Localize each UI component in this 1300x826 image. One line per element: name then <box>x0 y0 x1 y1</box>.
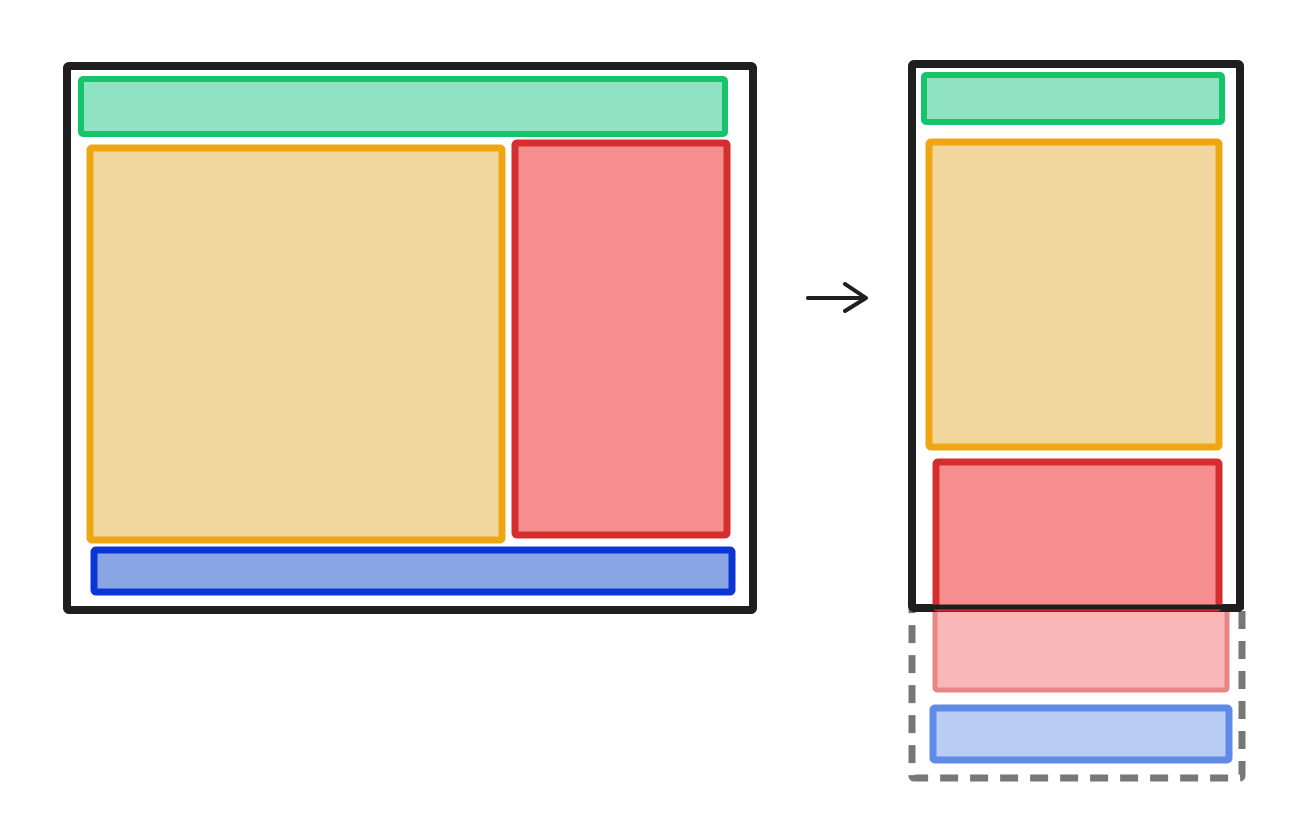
desktop-header-block <box>78 76 728 137</box>
desktop-sidebar-block <box>511 139 731 539</box>
mobile-main-content-block <box>925 138 1223 451</box>
mobile-layout <box>908 60 1246 782</box>
mobile-sidebar-block <box>932 458 1223 612</box>
desktop-main-content-block <box>86 144 506 544</box>
overflow-sidebar-block <box>932 605 1230 693</box>
right-arrow-icon <box>806 282 868 313</box>
overflow-footer-block <box>929 704 1233 764</box>
desktop-footer-block <box>90 546 736 596</box>
desktop-layout <box>63 62 757 614</box>
mobile-header-block <box>921 72 1225 125</box>
